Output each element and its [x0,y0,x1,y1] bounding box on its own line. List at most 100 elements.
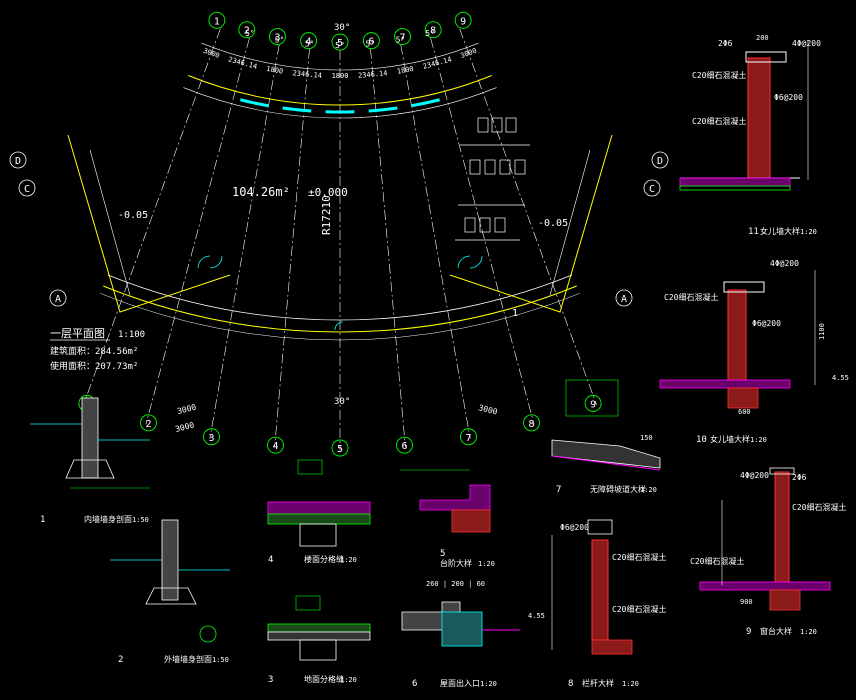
svg-text:5: 5 [337,444,343,455]
detail-9-windowsill: 4Φ@200 2Φ6 C20细石混凝土 C20细石混凝土 900 9 窗台大样 … [690,467,846,637]
svg-text:C: C [649,184,655,195]
inner-arc-wall [107,274,573,321]
angle-label-2: 5° [275,36,285,45]
svg-text:C20细石混凝土: C20细石混凝土 [664,292,718,302]
svg-text:7: 7 [399,33,405,44]
svg-text:C20细石混凝土: C20细石混凝土 [612,552,666,562]
detail-11-parapet: 4Φ@200 2Φ6 C20细石混凝土 Φ6@200 C20细石混凝土 200 … [679,34,821,237]
svg-text:6: 6 [412,679,417,689]
angle-label-6: 5° [396,36,406,45]
svg-text:A: A [621,294,627,305]
toilet-fixtures [455,117,530,241]
svg-text:3: 3 [268,675,273,685]
svg-text:1:20: 1:20 [750,436,767,444]
svg-text:屋面出入口: 屋面出入口 [440,678,480,688]
svg-text:9: 9 [590,399,596,410]
svg-text:9: 9 [746,627,751,637]
area-label-usable: 使用面积：207.73m² [50,360,138,372]
detail-10-parapet: 4Φ@200 C20细石混凝土 Φ6@200 1100 4.55 600 10 … [659,259,849,445]
svg-text:4.55: 4.55 [528,612,545,620]
svg-text:150: 150 [640,434,653,442]
detail-1-inner-wall: 1 内墙墙身剖面 1:50 [30,397,150,525]
axis-bubble-d-left: D [9,151,27,169]
svg-text:4: 4 [268,555,273,565]
svg-text:600: 600 [738,408,751,416]
building-walls [100,75,580,341]
svg-text:10: 10 [696,435,707,445]
svg-text:地面分格缝: 地面分格缝 [304,674,344,684]
svg-text:无障碍坡道大样: 无障碍坡道大样 [590,484,646,494]
angle-total-top: 30° [334,23,350,33]
axis-bubble-top-7: 7 [394,28,411,45]
outer-wall-left [67,134,231,313]
axis-bubble-top-5: 5 [331,33,349,51]
svg-text:6: 6 [368,37,374,48]
svg-text:1:20: 1:20 [800,228,817,236]
window-glass-4 [368,106,398,113]
top-dim-5: 1800 [332,72,349,80]
axis-bubble-bottom-3: 3 [203,428,220,446]
svg-text:1:20: 1:20 [478,560,495,568]
axis-bubble-c-left: C [18,179,36,197]
svg-text:2: 2 [145,419,151,430]
axis-bubble-bottom-9: 9 [584,394,602,412]
svg-text:C20细石混凝土: C20细石混凝土 [792,502,846,512]
svg-text:8: 8 [568,679,573,689]
axis-bubble-top-6: 6 [362,32,380,50]
plan-title: 一层平面图 [50,327,105,340]
svg-text:2: 2 [244,26,250,37]
outer-arc-line [183,87,497,119]
axis-line-3 [209,44,280,439]
axis-bubble-top-9: 9 [454,11,472,29]
right-wing-inner [549,149,591,296]
svg-text:2: 2 [118,655,123,665]
svg-text:4.55: 4.55 [832,374,849,382]
svg-text:4Φ@200: 4Φ@200 [770,259,799,268]
angle-label-7: 5° [425,29,435,38]
svg-text:Φ6@200: Φ6@200 [560,523,589,532]
axis-bubble-bottom-7: 7 [460,428,477,446]
svg-text:5: 5 [337,38,343,49]
angle-labels: 5°5°5°5°5°5°5° [245,29,435,50]
svg-text:内墙墙身剖面: 内墙墙身剖面 [84,514,132,524]
axis-bubble-d-right: D [651,151,669,169]
axis-bubble-bottom-8: 8 [523,414,540,432]
level-main: ±0.000 [308,186,348,199]
svg-text:5: 5 [440,549,445,559]
level-right: -0.05 [538,218,568,229]
top-dim-7: 1800 [396,65,414,76]
axis-line-9 [459,28,597,405]
detail-2-outer-wall: 2 外墙墙身剖面 1:50 [110,519,230,665]
svg-text:8: 8 [529,419,535,430]
angle-label-5: 5° [366,40,376,49]
inner-arc-edge [100,293,580,341]
svg-text:200: 200 [756,34,769,42]
svg-text:Φ6@200: Φ6@200 [752,319,781,328]
svg-text:7: 7 [465,433,471,444]
window-glass-2 [282,106,312,113]
window-glass-5 [411,98,441,108]
svg-text:窗台大样: 窗台大样 [760,626,792,636]
svg-text:1100: 1100 [818,323,826,340]
axis-bubble-top-2: 2 [238,21,256,39]
svg-text:1:20: 1:20 [640,486,657,494]
detail-8-railing: Φ6@200 C20细石混凝土 C20细石混凝土 4.55 8 栏杆大样 1:2… [528,519,666,689]
svg-text:900: 900 [740,598,753,606]
angle-total-bottom: 30° [334,397,350,407]
section-mark: 1 [512,308,518,319]
top-dim-4: 2346.14 [292,69,322,80]
angle-label-1: 5° [245,29,255,38]
svg-text:1:50: 1:50 [212,656,229,664]
svg-text:女儿墙大样: 女儿墙大样 [710,434,750,444]
outer-wall-right [449,134,613,313]
svg-text:1:20: 1:20 [340,676,357,684]
axis-line-2 [145,37,250,425]
svg-text:7: 7 [556,485,561,495]
axis-line-6 [370,48,406,448]
room-area-label: 104.26m² [232,185,290,199]
plan-title-scale: 1:100 [118,330,145,340]
svg-text:C20细石混凝土: C20细石混凝土 [690,556,744,566]
svg-text:8: 8 [430,26,436,37]
